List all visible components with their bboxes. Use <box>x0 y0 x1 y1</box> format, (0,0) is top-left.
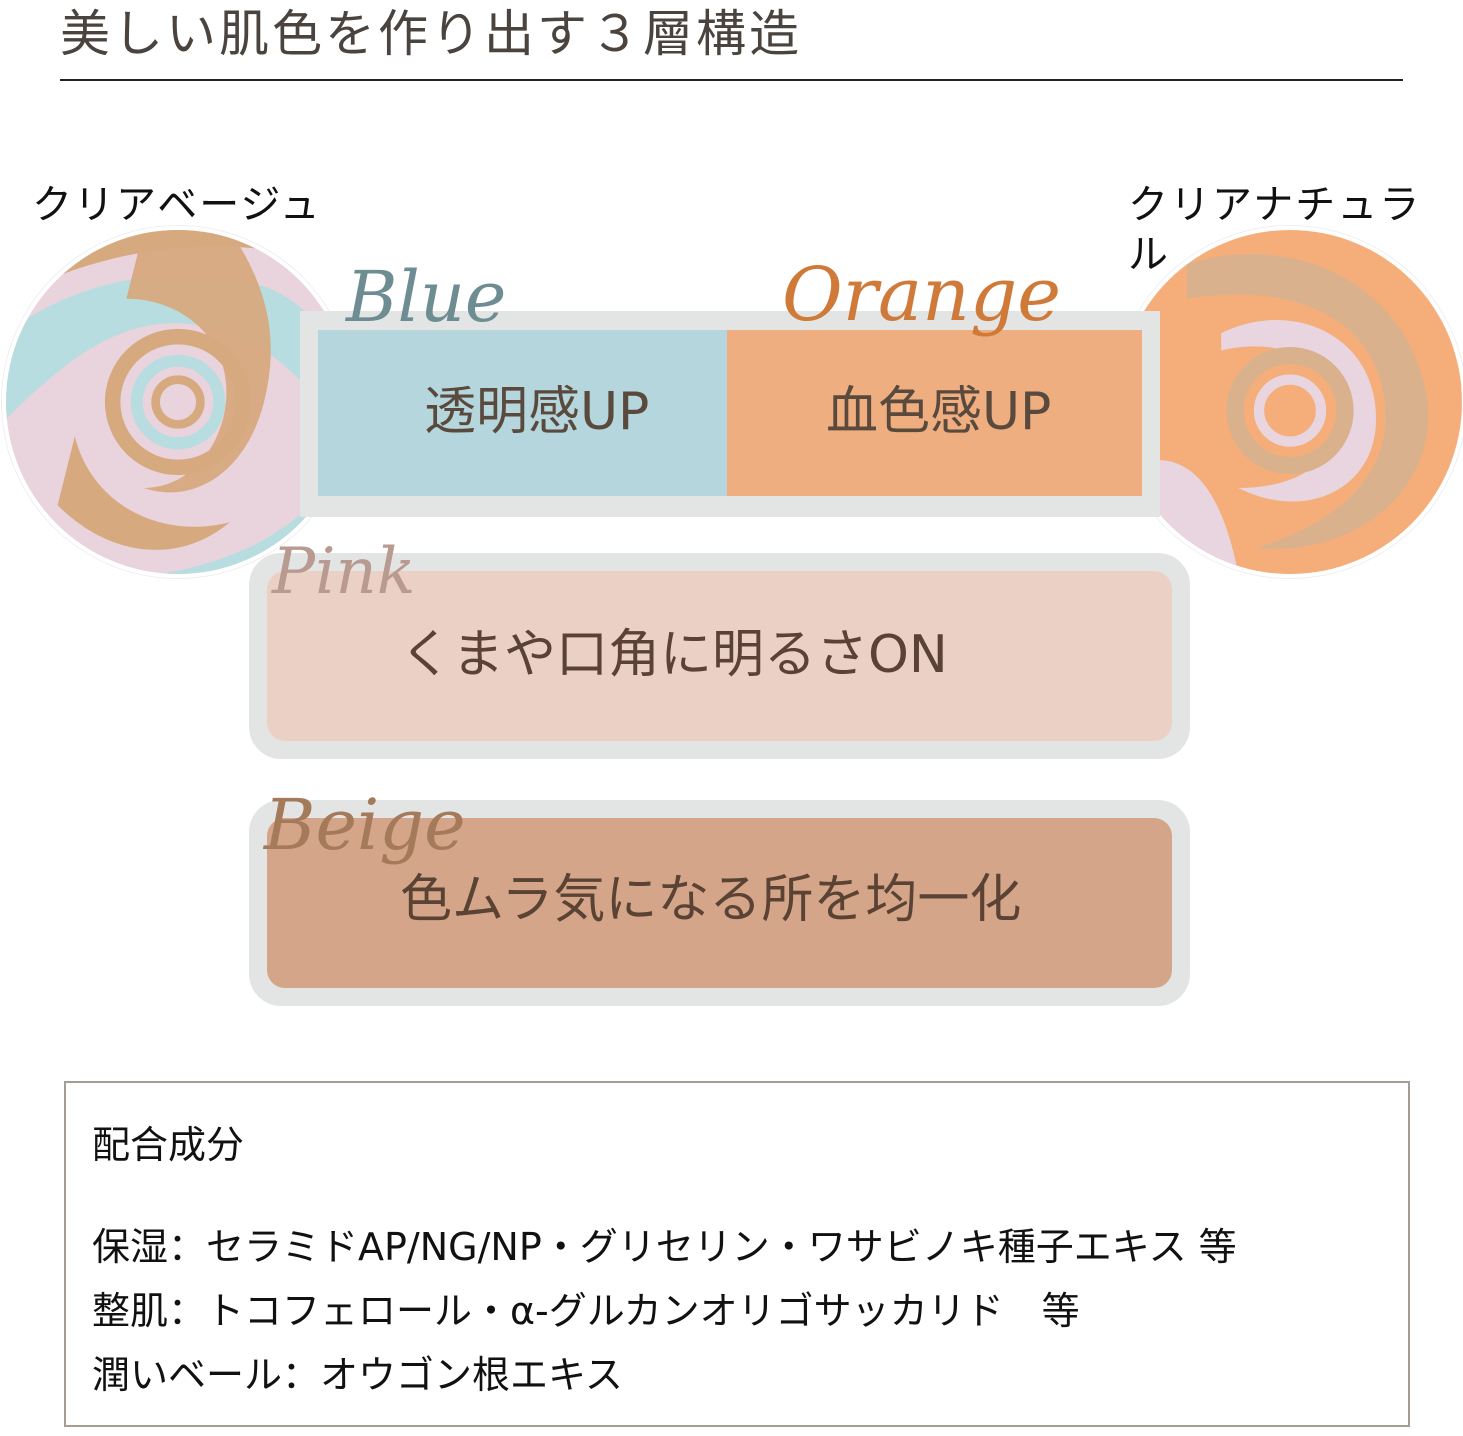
ingredients-box: 配合成分 保湿：セラミドAP/NG/NP・グリセリン・ワサビノキ種子エキス 等 … <box>64 1081 1410 1427</box>
script-label-pink: Pink <box>272 535 416 609</box>
script-label-blue: Blue <box>346 256 507 338</box>
script-label-orange: Orange <box>782 252 1061 338</box>
swatch-label-clear-natural: クリアナチュラル <box>1128 182 1422 278</box>
layer-blue-text: 透明感UP <box>424 382 650 442</box>
ingredient-line-moisture-veil: 潤いベール：オウゴン根エキス <box>92 1353 623 1397</box>
page-title: 美しい肌色を作り出す３層構造 <box>60 5 802 63</box>
layer-orange-text: 血色感UP <box>826 382 1052 442</box>
ingredient-line-moisturizing: 保湿：セラミドAP/NG/NP・グリセリン・ワサビノキ種子エキス 等 <box>92 1225 1237 1269</box>
title-divider <box>60 79 1403 81</box>
script-label-beige: Beige <box>264 784 466 866</box>
swirl-puff-clear-natural <box>1114 226 1463 578</box>
layer-orange <box>727 330 1142 496</box>
swatch-label-clear-beige: クリアベージュ <box>32 182 322 228</box>
layer-beige-card <box>249 800 1190 1006</box>
swirl-puff-clear-beige <box>2 226 354 578</box>
layer-pink <box>267 571 1172 741</box>
ingredient-line-conditioning: 整肌：トコフェロール・α-グルカンオリゴサッカリド 等 <box>92 1289 1080 1333</box>
layer-pink-card <box>249 553 1190 759</box>
layer-blue <box>318 330 727 496</box>
layer-beige <box>267 818 1172 988</box>
swirl-pattern-icon <box>6 230 350 574</box>
swirl-pattern-icon <box>1118 230 1462 574</box>
layer-beige-text: 色ムラ気になる所を均一化 <box>400 870 1022 930</box>
ingredients-heading: 配合成分 <box>92 1123 245 1167</box>
layer-pink-text: くまや口角に明るさON <box>400 625 948 685</box>
